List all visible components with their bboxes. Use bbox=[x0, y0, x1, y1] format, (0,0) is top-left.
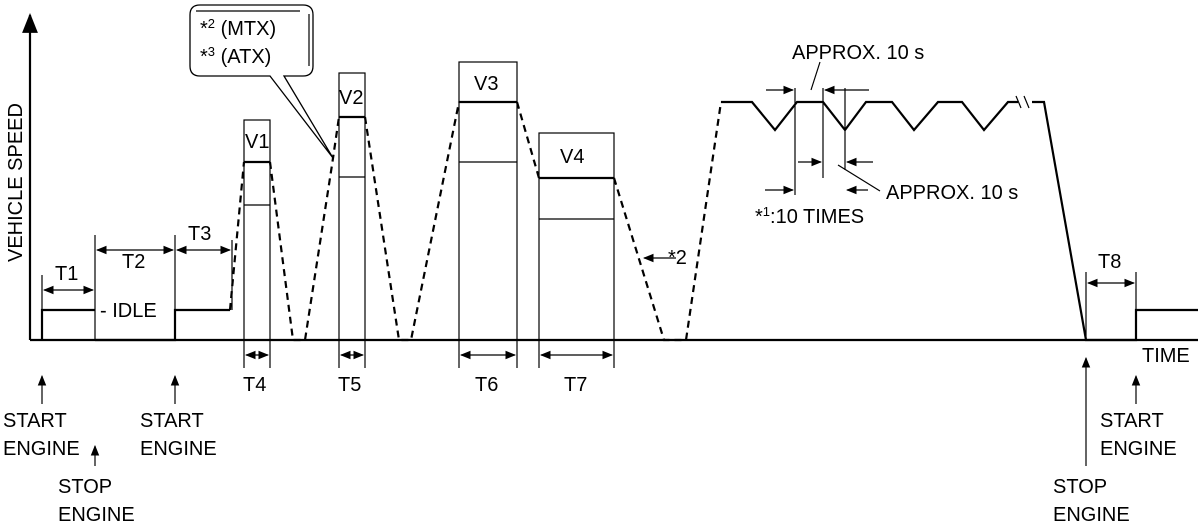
start-2-line1: START bbox=[140, 410, 204, 432]
v4-window bbox=[538, 132, 615, 341]
t3-label: T3 bbox=[188, 223, 211, 245]
approx-bottom-label: APPROX. 10 s bbox=[886, 182, 1018, 204]
start-2-line2: ENGINE bbox=[140, 438, 217, 460]
callout: *2 (MTX) *3 (ATX) bbox=[189, 4, 334, 159]
decel-to-v4 bbox=[515, 101, 541, 179]
speed-profile bbox=[40, 95, 1198, 342]
stopped-segment-1 bbox=[95, 308, 230, 342]
stop-2-line1: STOP bbox=[1053, 476, 1107, 498]
start-1-line1: START bbox=[3, 410, 67, 432]
approx-top-leader bbox=[810, 61, 821, 91]
start-3-line1: START bbox=[1100, 410, 1164, 432]
t5-label: T5 bbox=[338, 374, 361, 396]
callout-bubble bbox=[189, 4, 334, 159]
start-3-line2: ENGINE bbox=[1100, 438, 1177, 460]
t4-label: T4 bbox=[243, 374, 266, 396]
v4-label: V4 bbox=[560, 146, 584, 168]
final-decel-and-idle bbox=[1032, 100, 1198, 342]
callout-inner-edge bbox=[196, 10, 310, 66]
speed-windows: V1 V2 V3 V4 bbox=[243, 61, 615, 341]
v2-window bbox=[338, 72, 366, 341]
times-label: *1:10 TIMES bbox=[755, 204, 864, 229]
start-1-line2: ENGINE bbox=[3, 438, 80, 460]
cruise-cycles bbox=[721, 100, 1018, 132]
interval-markers-top: T1 T2 T3 - IDLE T8 bbox=[41, 223, 1137, 340]
v3-window bbox=[458, 61, 518, 341]
v3-label: V3 bbox=[474, 73, 498, 95]
t2-label: T2 bbox=[122, 251, 145, 273]
t7-label: T7 bbox=[564, 374, 587, 396]
v1-label: V1 bbox=[245, 131, 269, 153]
note-2-label: *2 bbox=[668, 247, 687, 269]
axis-break-mark bbox=[1015, 95, 1030, 109]
y-axis-label: VEHICLE SPEED bbox=[5, 103, 27, 262]
x-axis-label: TIME bbox=[1142, 345, 1190, 367]
v1-window bbox=[243, 119, 271, 341]
interval-markers-bottom: T4 T5 T6 T7 bbox=[243, 340, 615, 396]
t1-label: T1 bbox=[55, 263, 78, 285]
speed-profile-transitions bbox=[228, 101, 723, 342]
approx-top-label: APPROX. 10 s bbox=[792, 42, 924, 64]
decel-accel-to-v2 bbox=[268, 116, 341, 342]
approx-annotations: APPROX. 10 s APPROX. 10 s *1:10 TIMES bbox=[755, 42, 1018, 228]
idle-segment-1 bbox=[40, 308, 95, 340]
approx-bottom-leader bbox=[837, 164, 881, 192]
engine-events: START ENGINE STOP ENGINE START ENGINE ST… bbox=[3, 356, 1177, 526]
stop-2-line2: ENGINE bbox=[1053, 504, 1130, 526]
callout-line-2: *3 (ATX) bbox=[200, 44, 271, 69]
decel-accel-to-cruise bbox=[612, 101, 723, 342]
idle-label: - IDLE bbox=[100, 300, 157, 322]
t8-label: T8 bbox=[1098, 251, 1121, 273]
decel-accel-to-v3 bbox=[363, 101, 461, 342]
stop-1-line1: STOP bbox=[58, 476, 112, 498]
t6-label: T6 bbox=[475, 374, 498, 396]
stop-1-line2: ENGINE bbox=[58, 504, 135, 526]
callout-line-1: *2 (MTX) bbox=[200, 16, 276, 41]
v2-label: V2 bbox=[339, 87, 363, 109]
